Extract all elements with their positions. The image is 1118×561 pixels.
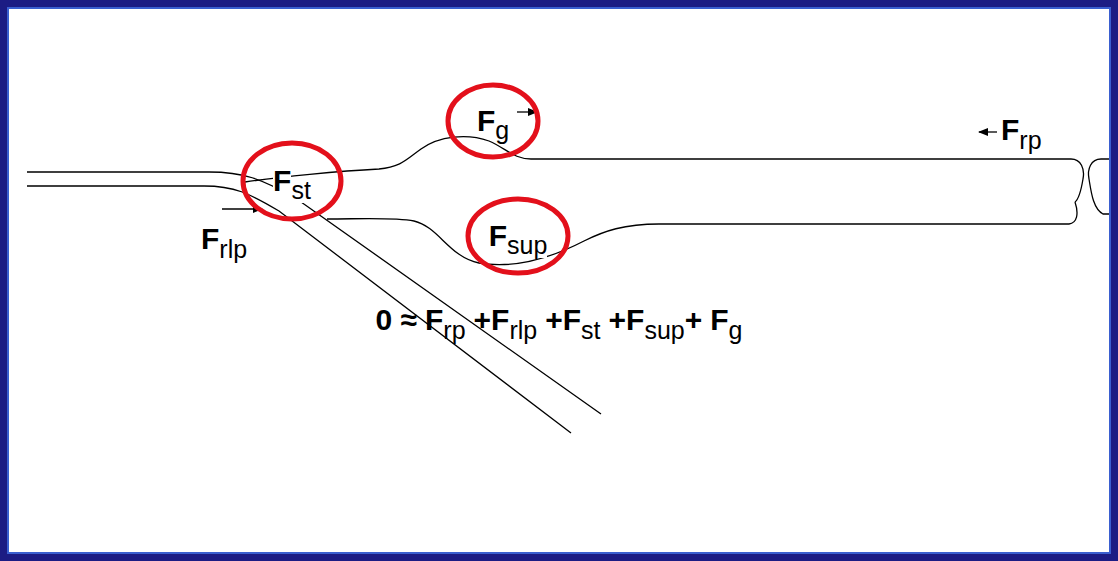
force-circle: Fg bbox=[445, 82, 541, 160]
force-subscript: rp bbox=[443, 318, 465, 343]
force-subscript: rlp bbox=[219, 237, 247, 262]
slab-top bbox=[27, 172, 601, 414]
force-symbol: F bbox=[563, 305, 581, 335]
slab-bottom bbox=[27, 186, 571, 433]
force-subscript: rp bbox=[1019, 128, 1041, 153]
force-symbol: + bbox=[685, 305, 703, 335]
force-label: Frp bbox=[1001, 115, 1042, 145]
force-symbol: F bbox=[425, 305, 443, 335]
force-balance-equation: 0 ≈Frp+Frlp+Fst+Fsup+Fg bbox=[376, 305, 743, 335]
force-symbol: F bbox=[1001, 115, 1019, 145]
force-subscript: g bbox=[729, 318, 743, 343]
force-symbol: F bbox=[626, 305, 644, 335]
slide-frame: FstFgFsupFrpFrlp0 ≈Frp+Frlp+Fst+Fsup+Fg bbox=[7, 7, 1111, 554]
force-arrow bbox=[979, 131, 997, 132]
force-symbol: 0 ≈ bbox=[376, 305, 417, 335]
force-subscript: st bbox=[291, 178, 310, 203]
force-subscript: st bbox=[581, 318, 600, 343]
force-subscript: rlp bbox=[509, 318, 537, 343]
connector-layer bbox=[9, 9, 1109, 552]
force-symbol: F bbox=[491, 305, 509, 335]
force-symbol: F bbox=[477, 106, 495, 136]
ridge-plate bbox=[1089, 159, 1110, 214]
force-symbol: + bbox=[609, 305, 627, 335]
force-circle: Fsup bbox=[465, 196, 571, 276]
force-label: Frlp bbox=[201, 224, 247, 254]
upper-plate-base bbox=[327, 202, 1077, 265]
force-symbol: + bbox=[545, 305, 563, 335]
upper-plate-top bbox=[245, 137, 1084, 202]
force-subscript: sup bbox=[644, 318, 684, 343]
force-symbol: + bbox=[474, 305, 492, 335]
force-symbol: F bbox=[201, 224, 219, 254]
force-subscript: g bbox=[495, 118, 509, 143]
force-subscript: sup bbox=[507, 233, 547, 258]
force-symbol: F bbox=[273, 166, 291, 196]
plate-illustration bbox=[9, 9, 1109, 552]
force-circle: Fst bbox=[240, 140, 344, 222]
force-symbol: F bbox=[710, 305, 728, 335]
force-symbol: F bbox=[489, 221, 507, 251]
